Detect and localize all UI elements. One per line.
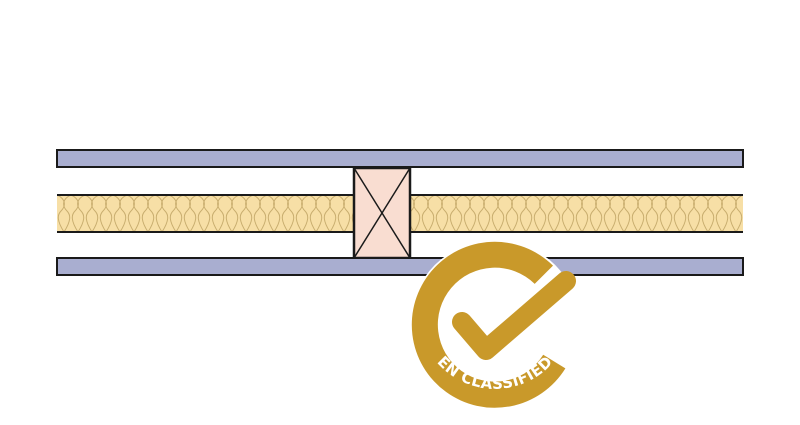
bottom-board [56, 257, 744, 276]
insulation-left-texture [57, 195, 354, 232]
badge-ring-icon [411, 241, 566, 408]
top-board [56, 149, 744, 168]
timber-stud [352, 166, 412, 260]
stud-cross-line-2 [353, 167, 411, 259]
checkmark-seal-icon [452, 271, 576, 360]
insulation-right-texture [410, 195, 743, 232]
en-classified-badge: EN CLASSIFIED [410, 240, 580, 410]
